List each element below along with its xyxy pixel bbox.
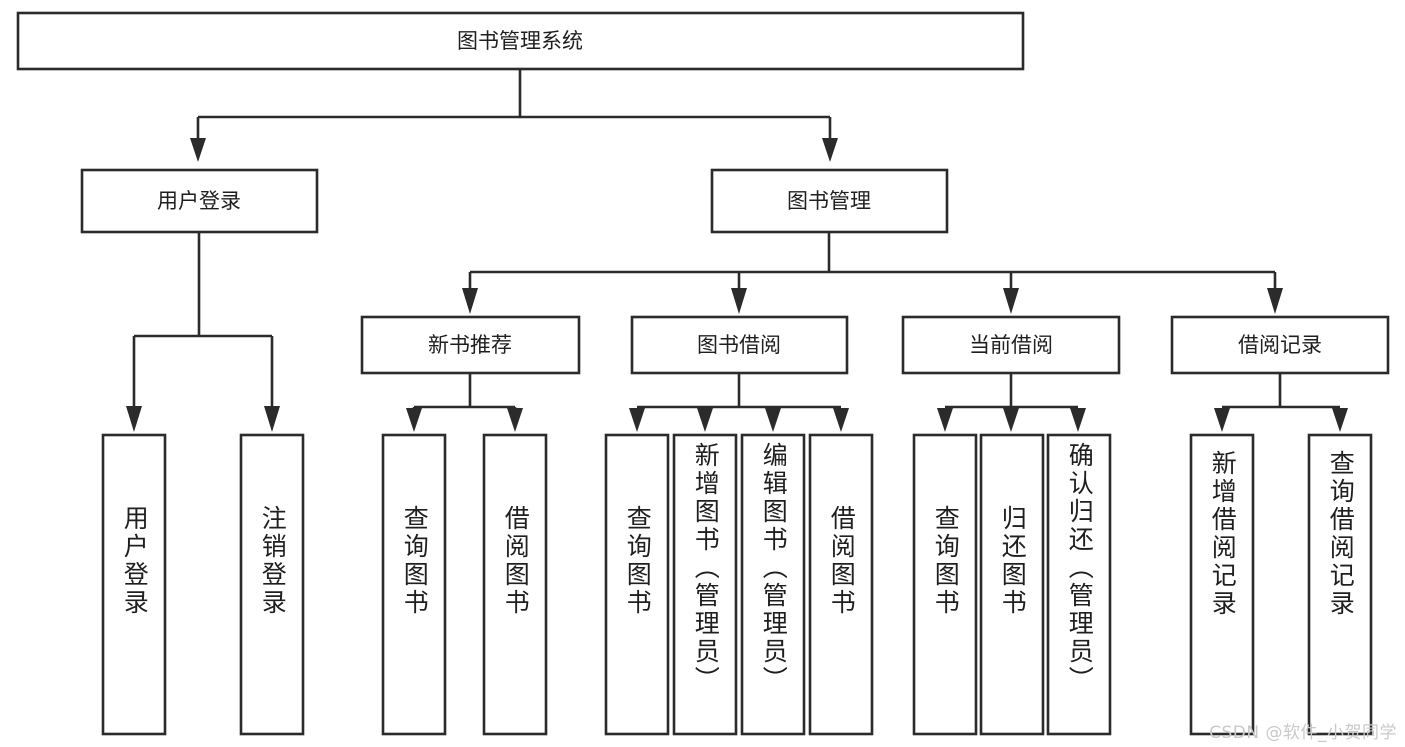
arrow-book-mgmt: [822, 138, 838, 162]
arrow-current-borrow: [1003, 288, 1019, 314]
arrow-bb-3: [765, 408, 781, 432]
connector-new-book-to-leaves: [406, 373, 523, 432]
node-new-book-recommend[interactable]: 新书推荐: [360, 315, 581, 375]
arrow-br-2: [1332, 408, 1348, 432]
connector-borrow-record-to-leaves: [1214, 373, 1348, 432]
arrow-book-borrow: [731, 288, 747, 314]
leaf-box-nb-query[interactable]: [381, 433, 447, 736]
arrow-bb-2: [697, 408, 713, 432]
arrow-leaf-user-login: [126, 406, 142, 432]
leaf-box-cb-confirm[interactable]: [1046, 433, 1112, 736]
new-book-recommend-box[interactable]: [360, 315, 581, 375]
connector-root-to-level2: [190, 69, 838, 162]
csdn-watermark: CSDN @软件_小贺同学: [1209, 723, 1397, 743]
arrow-bb-4: [833, 408, 849, 432]
leaf-box-bb-edit[interactable]: [740, 433, 806, 736]
arrow-user-login: [190, 138, 206, 162]
root-box[interactable]: [16, 11, 1025, 71]
leaf-box-logout[interactable]: [239, 433, 305, 736]
current-borrow-label: 当前借阅: [969, 333, 1053, 357]
arrow-leaf-logout: [264, 406, 280, 432]
leaf-box-user-login[interactable]: [101, 433, 167, 736]
leaf-box-nb-borrow[interactable]: [482, 433, 548, 736]
arrow-new-book: [462, 288, 478, 314]
new-book-recommend-label: 新书推荐: [428, 333, 512, 357]
user-login-label: 用户登录: [157, 189, 241, 213]
node-user-login[interactable]: 用户登录: [80, 168, 319, 234]
arrow-bb-1: [629, 408, 645, 432]
connector-book-mgmt-to-level3: [462, 232, 1283, 314]
current-borrow-box[interactable]: [901, 315, 1121, 375]
leaf-box-br-add[interactable]: [1189, 433, 1255, 736]
arrow-nb-2: [507, 408, 523, 432]
connector-user-login-to-leaves: [126, 232, 280, 432]
book-management-box[interactable]: [710, 168, 949, 234]
leaf-box-br-query[interactable]: [1307, 433, 1373, 736]
connector-book-borrow-to-leaves: [629, 373, 849, 432]
book-management-label: 图书管理: [787, 189, 871, 213]
arrow-br-1: [1214, 408, 1230, 432]
connector-current-borrow-to-leaves: [937, 373, 1086, 432]
node-root[interactable]: 图书管理系统: [16, 11, 1025, 71]
leaf-box-bb-query[interactable]: [604, 433, 670, 736]
arrow-nb-1: [406, 408, 422, 432]
leaf-box-bb-borrow[interactable]: [808, 433, 874, 736]
borrow-record-label: 借阅记录: [1238, 333, 1322, 357]
node-book-borrow[interactable]: 图书借阅: [630, 315, 849, 375]
node-borrow-record[interactable]: 借阅记录: [1170, 315, 1390, 375]
node-book-management[interactable]: 图书管理: [710, 168, 949, 234]
arrow-cb-3: [1070, 408, 1086, 432]
node-current-borrow[interactable]: 当前借阅: [901, 315, 1121, 375]
leaf-box-cb-query[interactable]: [912, 433, 978, 736]
borrow-record-box[interactable]: [1170, 315, 1390, 375]
leaf-box-bb-add[interactable]: [672, 433, 738, 736]
leaf-box-cb-return[interactable]: [979, 433, 1045, 736]
root-label: 图书管理系统: [457, 29, 583, 53]
arrow-cb-1: [937, 408, 953, 432]
book-borrow-label: 图书借阅: [697, 333, 781, 357]
book-borrow-box[interactable]: [630, 315, 849, 375]
arrow-cb-2: [1003, 408, 1019, 432]
arrow-borrow-record: [1267, 288, 1283, 314]
